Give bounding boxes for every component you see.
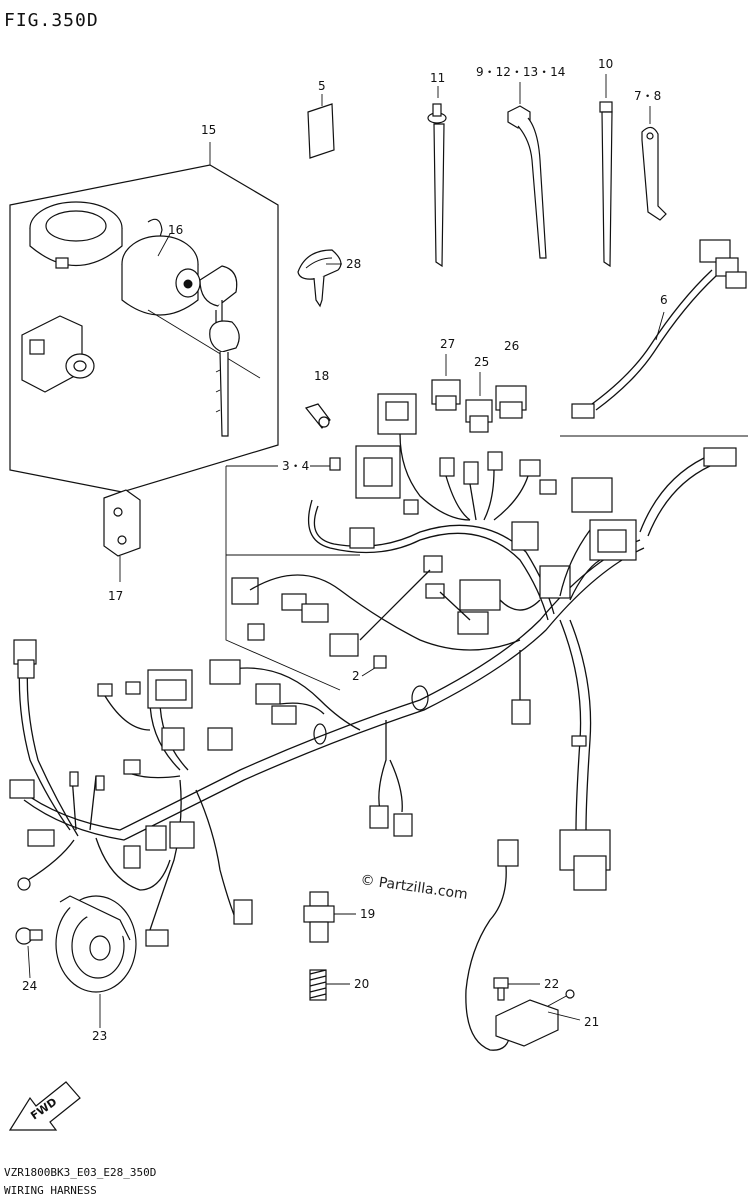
callout-3-4: 3・4	[282, 459, 309, 473]
main-wiring-harness: 3・4 2	[9, 393, 645, 947]
callout-26: 26	[504, 339, 519, 353]
callout-16: 16	[168, 223, 183, 237]
callout-25: 25	[474, 355, 489, 369]
callout-18: 18	[314, 369, 329, 383]
callout-15: 15	[201, 123, 216, 137]
callout-20: 20	[354, 977, 369, 991]
cable-tie-10: 10	[598, 57, 613, 268]
bolt-22: 22	[493, 977, 559, 1001]
footer-code: VZR1800BK3_E03_E28_350D	[4, 1166, 156, 1179]
steering-lock-part	[21, 315, 95, 393]
connector-26: 26	[495, 339, 527, 419]
callout-11: 11	[430, 71, 445, 85]
callout-7-8: 7・8	[634, 89, 661, 103]
callout-19: 19	[360, 907, 375, 921]
clamp-tie-9-14: 9・12・13・14	[476, 65, 565, 259]
callout-5: 5	[318, 79, 326, 93]
spring-20: 20	[309, 969, 369, 1001]
clamp-tie-11: 11	[427, 71, 447, 268]
switch-19: 19	[303, 891, 375, 943]
callout-21: 21	[584, 1015, 599, 1029]
label-part-5: 5	[307, 79, 335, 159]
key-blank-28: 28	[297, 249, 361, 308]
ignition-switch-part	[121, 218, 261, 379]
figure-title: FIG.350D	[4, 10, 99, 31]
connector-25: 25	[465, 355, 493, 433]
keys-part	[199, 265, 240, 437]
bolt-24: 24	[15, 927, 43, 993]
watermark-text: © Partzilla.com	[359, 872, 468, 903]
ignition-switch-kit-box: 15 16	[9, 123, 279, 493]
footer-name: WIRING HARNESS	[4, 1184, 97, 1197]
callout-6: 6	[660, 293, 668, 307]
bracket-17: 17	[103, 489, 141, 603]
sensor-21: 21	[465, 839, 599, 1051]
watermark: © Partzilla.com	[359, 872, 468, 903]
callout-24: 24	[22, 979, 37, 993]
fwd-arrow-icon: FWD	[8, 1081, 81, 1131]
screw-18: 18	[304, 369, 331, 429]
connector-27: 27	[431, 337, 461, 411]
horn-23: 23	[55, 895, 137, 1043]
callout-27: 27	[440, 337, 455, 351]
clamp-7-8: 7・8	[634, 89, 667, 221]
sub-harness-6: 6	[560, 239, 748, 537]
callout-22: 22	[544, 977, 559, 991]
callout-9-12-13-14: 9・12・13・14	[476, 65, 565, 79]
callout-17: 17	[108, 589, 123, 603]
callout-28: 28	[346, 257, 361, 271]
fuel-cap-part	[29, 201, 123, 269]
callout-2: 2	[352, 669, 360, 683]
callout-23: 23	[92, 1029, 107, 1043]
callout-10: 10	[598, 57, 613, 71]
